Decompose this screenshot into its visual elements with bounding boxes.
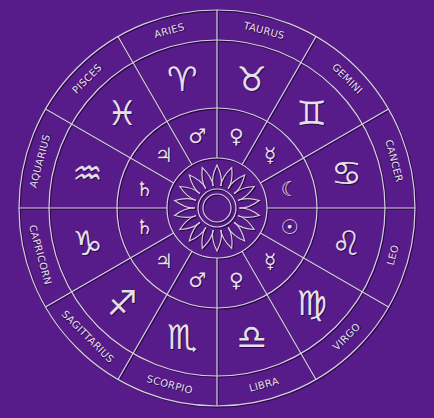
wheel-lines	[19, 10, 415, 406]
wheel-shadow	[20, 11, 416, 407]
planet-glyph: ♀	[229, 126, 244, 146]
sign-glyph: ♑	[72, 226, 102, 260]
sign-name: LIBRA	[248, 376, 280, 393]
planet-glyph: ♃	[155, 145, 173, 165]
planet-glyph: ☿	[264, 251, 276, 271]
sign-glyph: ♊	[297, 96, 327, 130]
planet-glyph: ☾	[281, 179, 299, 199]
sign-glyph: ♌	[331, 226, 361, 260]
sign-glyph: ♎	[236, 320, 266, 354]
planet-glyph: ☿	[264, 145, 276, 165]
planet-glyph: ♃	[155, 251, 173, 271]
planet-glyph: ♄	[136, 217, 154, 237]
sign-glyph: ♏	[167, 320, 197, 354]
sign-glyph: ♉	[236, 62, 266, 96]
sign-name: PISCES	[71, 62, 104, 95]
sign-glyph: ♈	[167, 62, 197, 96]
sign-glyph: ♐	[107, 286, 137, 320]
planet-glyph: ♀	[229, 270, 244, 290]
sign-name: CANCER	[383, 138, 404, 182]
sign-name: AQUARIUS	[28, 133, 52, 188]
planet-glyph: ☉	[281, 217, 299, 237]
sign-name: VIRGO	[331, 322, 362, 353]
sign-glyph: ♋	[331, 156, 361, 190]
sign-glyph: ♒	[72, 156, 102, 190]
sign-name: TAURUS	[243, 21, 286, 42]
sign-glyph: ♍	[297, 286, 327, 320]
sign-name: SCORPIO	[146, 374, 194, 396]
sign-name: LEO	[386, 244, 401, 267]
planet-glyph: ♂	[189, 126, 207, 146]
sign-name: ARIES	[153, 22, 185, 40]
planet-glyph: ♄	[136, 179, 154, 199]
sign-name: CAPRICORN	[27, 224, 53, 286]
sign-glyph: ♓	[107, 96, 137, 130]
sign-name: GEMINI	[330, 62, 364, 96]
planet-glyph: ♂	[189, 270, 207, 290]
